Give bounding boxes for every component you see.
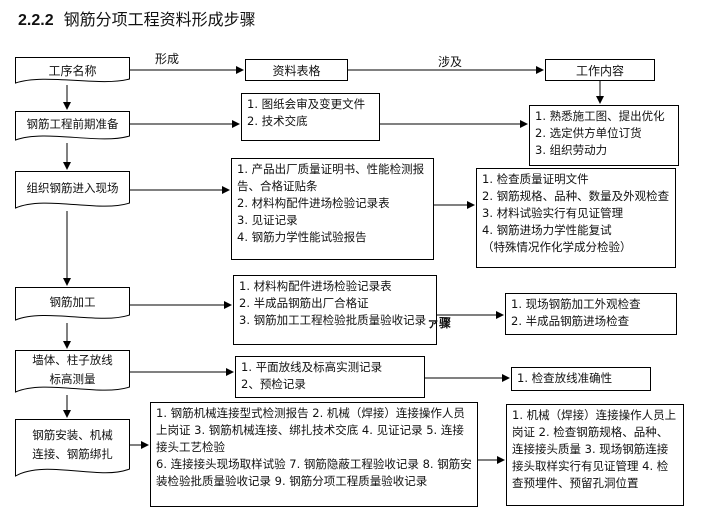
form-label: 形成	[155, 52, 180, 66]
header-step-name-box: 工序名称	[15, 57, 130, 85]
header-step-name: 工序名称	[48, 63, 97, 78]
header-table: 资料表格	[272, 63, 321, 78]
section-title-text: 钢筋分项工程资料形成步骤	[63, 10, 256, 29]
step-box-1: 组织钢筋进入现场	[15, 171, 130, 211]
table-box-4: 1. 钢筋机械连接型式检测报告 2. 机械（焊接）连接操作人员上岗证 3. 钢筋…	[150, 402, 478, 507]
header-work: 工作内容	[575, 63, 624, 78]
step-box-2: 钢筋加工	[15, 287, 130, 323]
work-box-1: 1. 检查质量证明文件 2. 钢筋规格、品种、数量及外观检查 3. 材料试验实行…	[476, 168, 676, 268]
step-label-1: 组织钢筋进入现场	[26, 180, 119, 195]
work-box-2: 1. 现场钢筋加工外观检查 2. 半成品钢筋进场检查	[505, 293, 677, 335]
header-work-box: 工作内容	[545, 59, 655, 81]
section-title: 2.2.2 钢筋分项工程资料形成步骤	[18, 6, 256, 30]
step-label-2: 钢筋加工	[49, 294, 96, 309]
section-number: 2.2.2	[18, 12, 54, 29]
step-label-0: 钢筋工程前期准备	[26, 116, 119, 131]
work-box-4-text: 1. 机械（焊接）连接操作人员上岗证 2. 检查钢筋规格、品种、连接接头质量 3…	[512, 408, 677, 490]
stray-text: ァ骤	[427, 316, 452, 330]
table-box-2: 1. 材料构配件进场检验记录表 2. 半成品钢筋出厂合格证 3. 钢筋加工工程检…	[233, 275, 437, 345]
work-box-4: 1. 机械（焊接）连接操作人员上岗证 2. 检查钢筋规格、品种、连接接头质量 3…	[506, 404, 684, 506]
step-label-3: 墙体、柱子放线 标高测量	[32, 352, 113, 386]
table-box-4-text: 1. 钢筋机械连接型式检测报告 2. 机械（焊接）连接操作人员上岗证 3. 钢筋…	[156, 406, 472, 488]
table-box-3: 1. 平面放线及标高实测记录 2、预检记录	[235, 356, 425, 398]
table-box-1: 1. 产品出厂质量证明书、性能检测报告、合格证贴条 2. 材料构配件进场检验记录…	[231, 158, 434, 260]
step-box-4: 钢筋安装、机械 连接、钢筋绑扎	[15, 419, 130, 479]
step-box-3: 墙体、柱子放线 标高测量	[15, 350, 130, 395]
work-box-3: 1. 检查放线准确性	[511, 367, 651, 391]
work-box-0: 1. 熟悉施工图、提出优化 2. 选定供方单位订货 3. 组织劳动力	[529, 105, 679, 166]
table-box-1-text: 1. 产品出厂质量证明书、性能检测报告、合格证贴条 2. 材料构配件进场检验记录…	[237, 162, 425, 244]
step-box-0: 钢筋工程前期准备	[15, 111, 130, 143]
table-box-0: 1. 图纸会审及变更文件 2. 技术交底	[241, 93, 380, 141]
header-table-box: 资料表格	[245, 59, 348, 81]
involve-label: 涉及	[438, 55, 463, 69]
step-label-4: 钢筋安装、机械 连接、钢筋绑扎	[32, 428, 113, 461]
